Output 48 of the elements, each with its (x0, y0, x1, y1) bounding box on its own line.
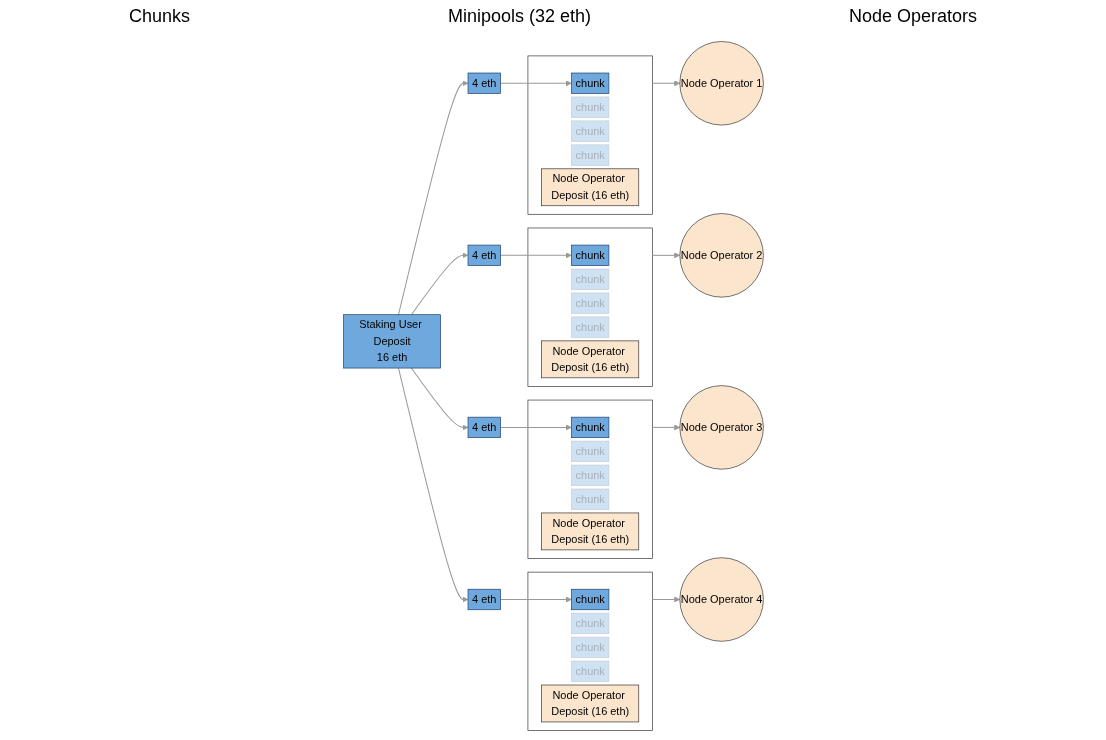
arrow (397, 80, 468, 316)
node-box: chunk (570, 660, 609, 682)
arrow (651, 80, 680, 87)
arrow (499, 424, 572, 431)
node-circle: Node Operator 3 (679, 385, 764, 470)
node-box: Node Operator Deposit (16 eth) (540, 168, 639, 207)
arrow (499, 80, 572, 87)
node-box: chunk (570, 464, 609, 486)
node-box: chunk (570, 144, 609, 166)
node-box: chunk (570, 292, 609, 314)
arrow (410, 252, 468, 316)
node-box: 4 eth (467, 416, 501, 438)
cluster (527, 571, 653, 731)
column-heading: Chunks (128, 6, 190, 28)
node-box: chunk (570, 72, 609, 94)
column-heading: Minipools (32 eth) (447, 6, 591, 28)
node-circle: Node Operator 2 (679, 213, 764, 298)
arrow (651, 424, 680, 431)
node-box: chunk (570, 636, 609, 658)
node-box: Staking User Deposit 16 eth (342, 314, 441, 369)
arrow (499, 252, 572, 259)
node-box: 4 eth (467, 588, 501, 611)
node-box: chunk (570, 416, 609, 438)
node-box: Node Operator Deposit (16 eth) (540, 512, 639, 551)
arrow (651, 252, 680, 259)
cluster (527, 399, 653, 559)
node-box: chunk (570, 244, 609, 266)
node-box: 4 eth (467, 244, 501, 266)
cluster (527, 55, 653, 215)
column-heading: Node Operators (848, 6, 978, 28)
node-box: chunk (570, 316, 609, 338)
node-box: Node Operator Deposit (16 eth) (540, 684, 639, 723)
node-circle: Node Operator 4 (679, 557, 764, 642)
node-box: chunk (570, 268, 609, 290)
node-circle: Node Operator 1 (679, 41, 764, 126)
node-box: chunk (570, 488, 609, 510)
arrow (499, 596, 572, 603)
node-box: chunk (570, 588, 609, 611)
arrow (397, 367, 468, 603)
arrow (651, 596, 680, 603)
node-box: chunk (570, 612, 609, 635)
node-box: chunk (570, 96, 609, 118)
node-box: chunk (570, 440, 609, 462)
arrow (410, 367, 468, 431)
node-box: 4 eth (467, 72, 501, 94)
node-box: chunk (570, 120, 609, 142)
node-box: Node Operator Deposit (16 eth) (540, 340, 639, 379)
cluster (527, 227, 653, 387)
